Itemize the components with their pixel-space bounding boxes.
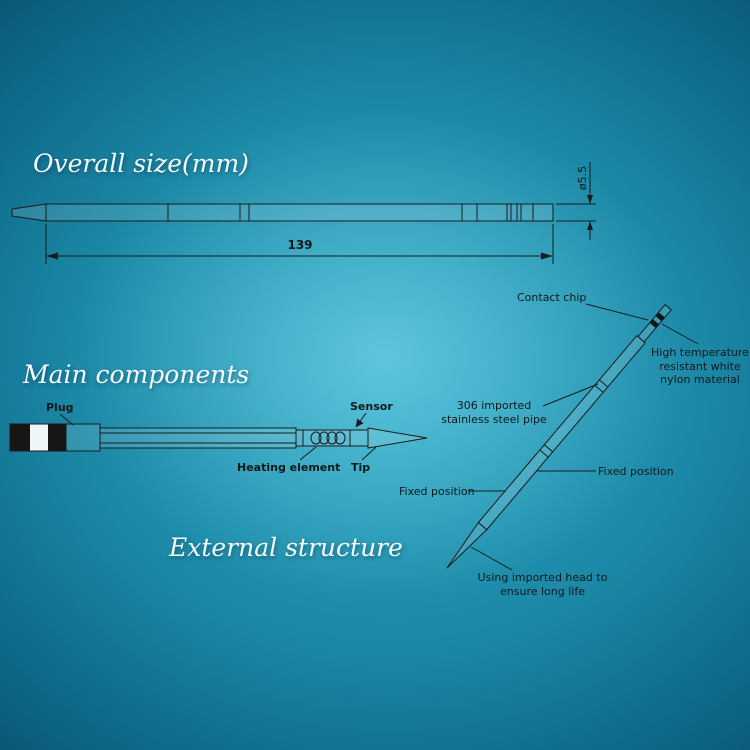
- fixed-position-left-label: Fixed position: [399, 485, 475, 498]
- diameter-dimension: [556, 162, 596, 240]
- external-structure-leaders: [468, 303, 699, 571]
- nylon-material-label: High temperature resistant white nylon m…: [651, 346, 749, 386]
- main-components-title: Main components: [23, 360, 250, 389]
- length-dimension: [45, 224, 554, 264]
- contact-chip-label: Contact chip: [517, 291, 587, 304]
- diameter-dimension-label: ø5.5: [576, 165, 589, 191]
- length-dimension-label: 139: [287, 238, 313, 252]
- main-components-leaders: [59, 412, 377, 461]
- steel-pipe-label: 306 imported stainless steel pipe: [441, 399, 547, 426]
- imported-head-label: Using imported head to ensure long life: [477, 571, 608, 598]
- heating-element-label: Heating element: [237, 461, 341, 474]
- sensor-label: Sensor: [350, 400, 393, 413]
- fixed-position-right-label: Fixed position: [598, 465, 674, 478]
- main-components-drawing: [9, 423, 428, 452]
- overall-size-drawing: [11, 203, 554, 222]
- external-structure-title: External structure: [169, 533, 403, 562]
- plug-label: Plug: [46, 401, 74, 414]
- external-structure-drawing: [446, 303, 672, 569]
- overall-size-title: Overall size(mm): [33, 149, 249, 178]
- tip-label: Tip: [351, 461, 371, 474]
